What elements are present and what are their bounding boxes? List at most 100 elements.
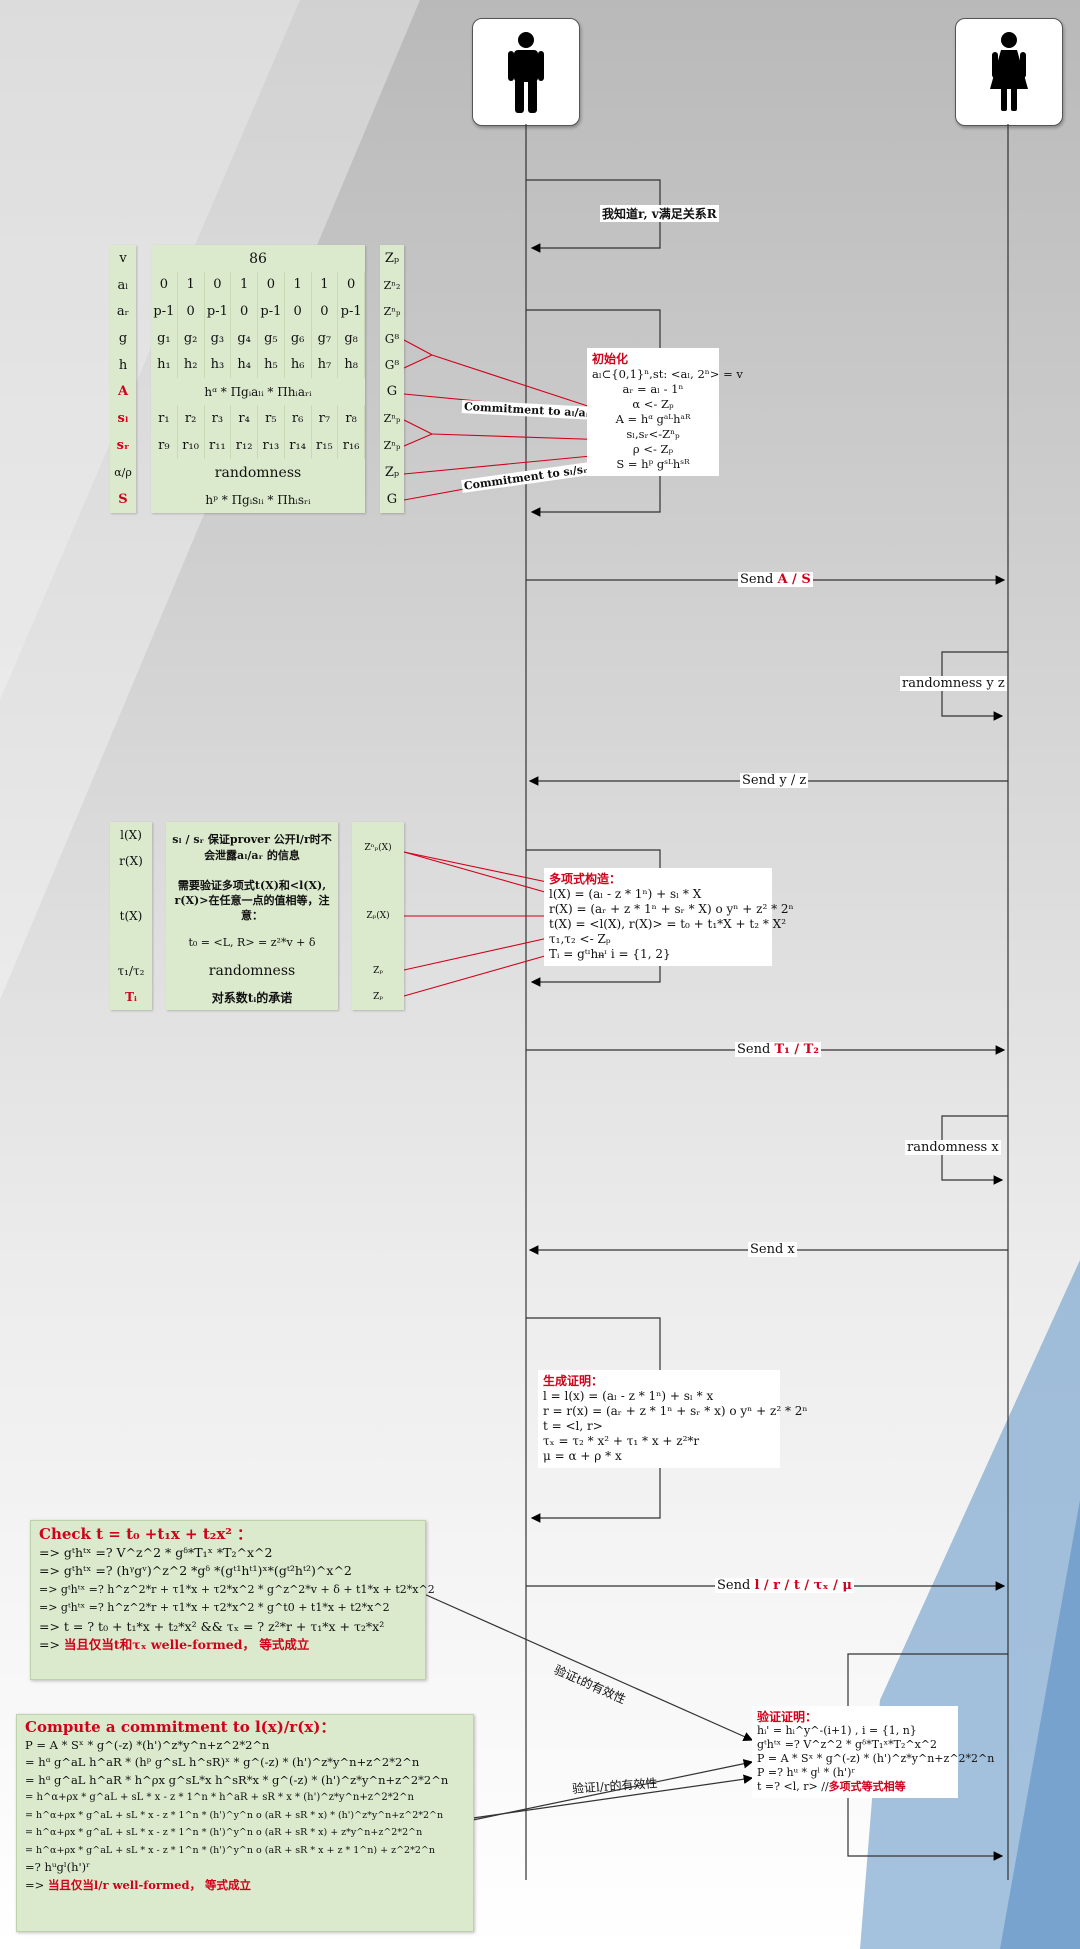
cell: 0 — [285, 298, 312, 325]
type-cell: Zⁿₚ(X) — [364, 843, 392, 853]
cell: g₃ — [205, 325, 232, 352]
desc-ti: 对系数tᵢ的承诺 — [211, 990, 293, 1005]
proof-line: t = <l, r> — [543, 1419, 603, 1433]
init-line: ρ <- Zₚ — [632, 442, 674, 456]
value-randomness: randomness — [214, 464, 302, 481]
cell: r₁ — [151, 405, 178, 432]
commit-line: = h^α+ρx * g^aL + sL * x - z * 1^n * h^a… — [25, 1792, 414, 1803]
commitment-box: Compute a commitment to l(x)/r(x)： P = A… — [16, 1714, 474, 1932]
cell: g₇ — [312, 325, 339, 352]
row-label: t(X) — [119, 909, 143, 923]
table1-label-column: v aₗ aᵣ g h A sₗ sᵣ α/ρ S — [110, 245, 136, 513]
type-cell: Zₚ — [384, 465, 400, 480]
randomness-x-label: randomness x — [905, 1140, 1001, 1155]
cell: 0 — [178, 298, 205, 325]
cell: r₁₆ — [338, 432, 365, 459]
check-t-box: Check t = t₀ +t₁x + t₂x² ： => gᵗhᵗˣ =? V… — [30, 1520, 435, 1680]
commit-line: => 当且仅当l/r well-formed， 等式成立 — [25, 1877, 465, 1895]
init-line: S = hᵖ gˢᴸhˢᴿ — [616, 457, 690, 471]
cell: g₂ — [178, 325, 205, 352]
cell: g₆ — [285, 325, 312, 352]
type-cell: G⁸ — [384, 358, 400, 372]
verify-line: gᵗhᵗˣ =? V^z^2 * gᵟ*T₁ˣ*T₂^x^2 — [757, 1738, 937, 1751]
init-title: 初始化 — [592, 352, 629, 366]
man-icon — [508, 32, 544, 113]
cell: r₈ — [338, 405, 365, 432]
cell: 1 — [312, 272, 339, 298]
cell: g₈ — [338, 325, 365, 352]
cell: p-1 — [205, 298, 232, 325]
check-line: => gᵗhᵗˣ =? h^z^2*r + τ1*x + τ2*x^2 * g^… — [39, 1582, 435, 1596]
verify-sep: // — [821, 1780, 829, 1793]
desc-t0: t₀ = <L, R> = z²*v + δ — [188, 936, 316, 949]
cell: 0 — [231, 298, 258, 325]
poly-line: l(X) = (aₗ - z * 1ⁿ) + sₗ * X — [549, 887, 702, 901]
table2-type-column: Zⁿₚ(X) Zₚ(X) Zₚ Zₚ — [352, 822, 404, 1010]
cell: g₄ — [231, 325, 258, 352]
cell: h₇ — [312, 352, 339, 378]
type-cell: Zₚ — [373, 966, 383, 976]
table2-label-column: l(X) r(X) t(X) τ₁/τ₂ Tᵢ — [110, 822, 152, 1010]
check-arrow: => — [39, 1637, 64, 1652]
init-line: sₗ,sᵣ<-Zⁿₚ — [626, 427, 680, 441]
self-knowledge-label: 我知道r, v满足关系R — [600, 205, 719, 222]
row-label: aᵣ — [116, 304, 130, 319]
row-label: g — [118, 331, 128, 346]
send-yz-label: Send y / z — [740, 773, 809, 788]
init-line: α <- Zₚ — [632, 397, 674, 411]
commit-line: =? hᵘgˡ(h')ʳ — [25, 1860, 91, 1874]
row-label: v — [119, 251, 127, 266]
verifier-actor — [955, 18, 1063, 126]
check-line: => gᵗhᵗˣ =? (hᵞgᵛ)^z^2 *gᵟ *(gᵗ¹hᵗ¹)ˣ*(g… — [39, 1563, 352, 1578]
verify-title: 验证证明： — [757, 1710, 818, 1724]
check-line: => gᵗhᵗˣ =? V^z^2 * gᵟ*T₁ˣ *T₂^x^2 — [39, 1544, 273, 1560]
table2-desc: sₗ / sᵣ 保证prover 公开l/r时不会泄露aₗ/aᵣ 的信息 需要验… — [166, 822, 338, 1010]
init-line: aₗ⊂{0,1}ⁿ,st: <aₗ, 2ⁿ> = v — [592, 367, 743, 381]
send-x-label: Send x — [748, 1242, 797, 1257]
verify-red: 多项式等式相等 — [828, 1780, 906, 1793]
type-cell: Zₚ — [373, 992, 383, 1002]
verify-note: 验证证明： hᵢ' = hᵢ^y^-(i+1) , i = {1, n} gᵗh… — [752, 1706, 994, 1798]
type-cell: Zⁿₚ — [383, 305, 401, 318]
type-cell: Zⁿₚ — [383, 439, 401, 452]
cell: r₁₀ — [178, 432, 205, 459]
type-cell: G — [386, 384, 398, 399]
row-label: sᵣ — [116, 438, 130, 453]
cell: p-1 — [338, 298, 365, 325]
cell: 0 — [258, 272, 285, 298]
value-A: hᵅ * Πgᵢaₗᵢ * Πhᵢaᵣᵢ — [204, 384, 312, 399]
commit-conclusion: 当且仅当l/r well-formed， 等式成立 — [47, 1877, 252, 1892]
value-randomness: randomness — [208, 963, 296, 979]
cell: h₆ — [285, 352, 312, 378]
commit-line: = hᵅ g^aL h^aR * h^ρx g^sL*x h^sR*x * g^… — [25, 1772, 449, 1787]
cell: r₅ — [258, 405, 285, 432]
row-label: aₗ — [117, 277, 129, 293]
table1-type-column: Zₚ Zⁿ₂ Zⁿₚ G⁸ G⁸ G Zⁿₚ Zⁿₚ Zₚ G — [380, 245, 404, 513]
row-label: α/ρ — [114, 466, 132, 479]
cell: 0 — [338, 272, 365, 298]
cell: g₅ — [258, 325, 285, 352]
desc-txr: 需要验证多项式t(X)和<l(X), r(X)>在任意一点的值相等，注意： — [174, 879, 330, 922]
send-final-label: Send l / r / t / τₓ / μ — [715, 1578, 854, 1593]
commit-line: P = A * Sˣ * g^(-z) *(h')^z*y^n+z^2*2^n — [25, 1737, 270, 1752]
check-conclusion: 当且仅当t和τₓ welle-formed， 等式成立 — [63, 1637, 310, 1652]
cell: h₂ — [178, 352, 205, 378]
cell: r₄ — [231, 405, 258, 432]
proof-title: 生成证明： — [543, 1374, 604, 1388]
verify-eq: t =? <l, r> — [757, 1780, 818, 1793]
cell: p-1 — [151, 298, 178, 325]
row-label: Tᵢ — [125, 990, 137, 1004]
verify-line: t =? <l, r> //多项式等式相等 — [757, 1780, 953, 1794]
cell: 1 — [285, 272, 312, 298]
value-v: 86 — [249, 250, 267, 267]
row-label: r(X) — [119, 854, 143, 868]
cell: 1 — [178, 272, 205, 298]
cell: 1 — [231, 272, 258, 298]
